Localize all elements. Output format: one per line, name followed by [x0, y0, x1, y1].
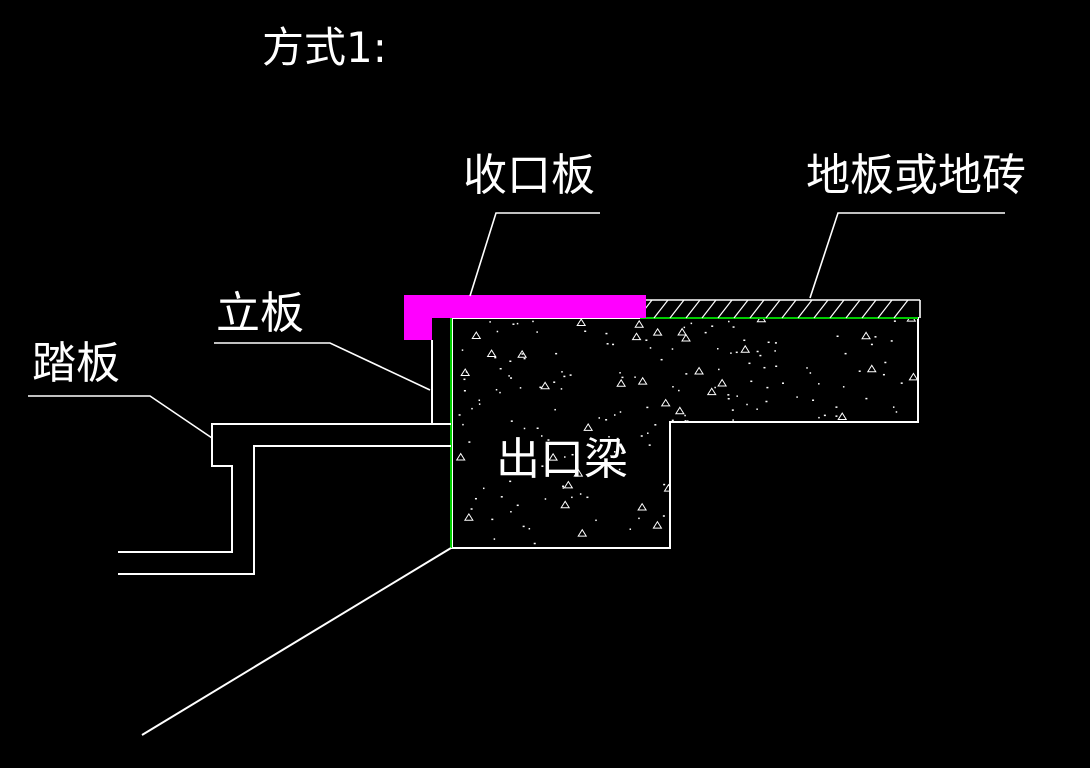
stair-soffit-line [141, 547, 452, 736]
tread-and-stair [118, 423, 451, 575]
exit-beam [451, 317, 919, 549]
leader-riser [214, 342, 431, 391]
floor-layer [637, 299, 921, 319]
leader-floor [809, 212, 1005, 299]
diagram-title: 方式1: [262, 23, 387, 72]
leader-trim-board [469, 212, 600, 297]
label-trim-board: 收口板 [463, 150, 595, 201]
label-riser: 立板 [216, 288, 304, 339]
trim-board [404, 295, 646, 340]
concrete-texture [455, 318, 918, 545]
label-exit-beam: 出口梁 [496, 434, 628, 485]
label-floor: 地板或地砖 [806, 150, 1026, 201]
leader-tread [28, 395, 213, 439]
label-tread: 踏板 [32, 338, 120, 389]
